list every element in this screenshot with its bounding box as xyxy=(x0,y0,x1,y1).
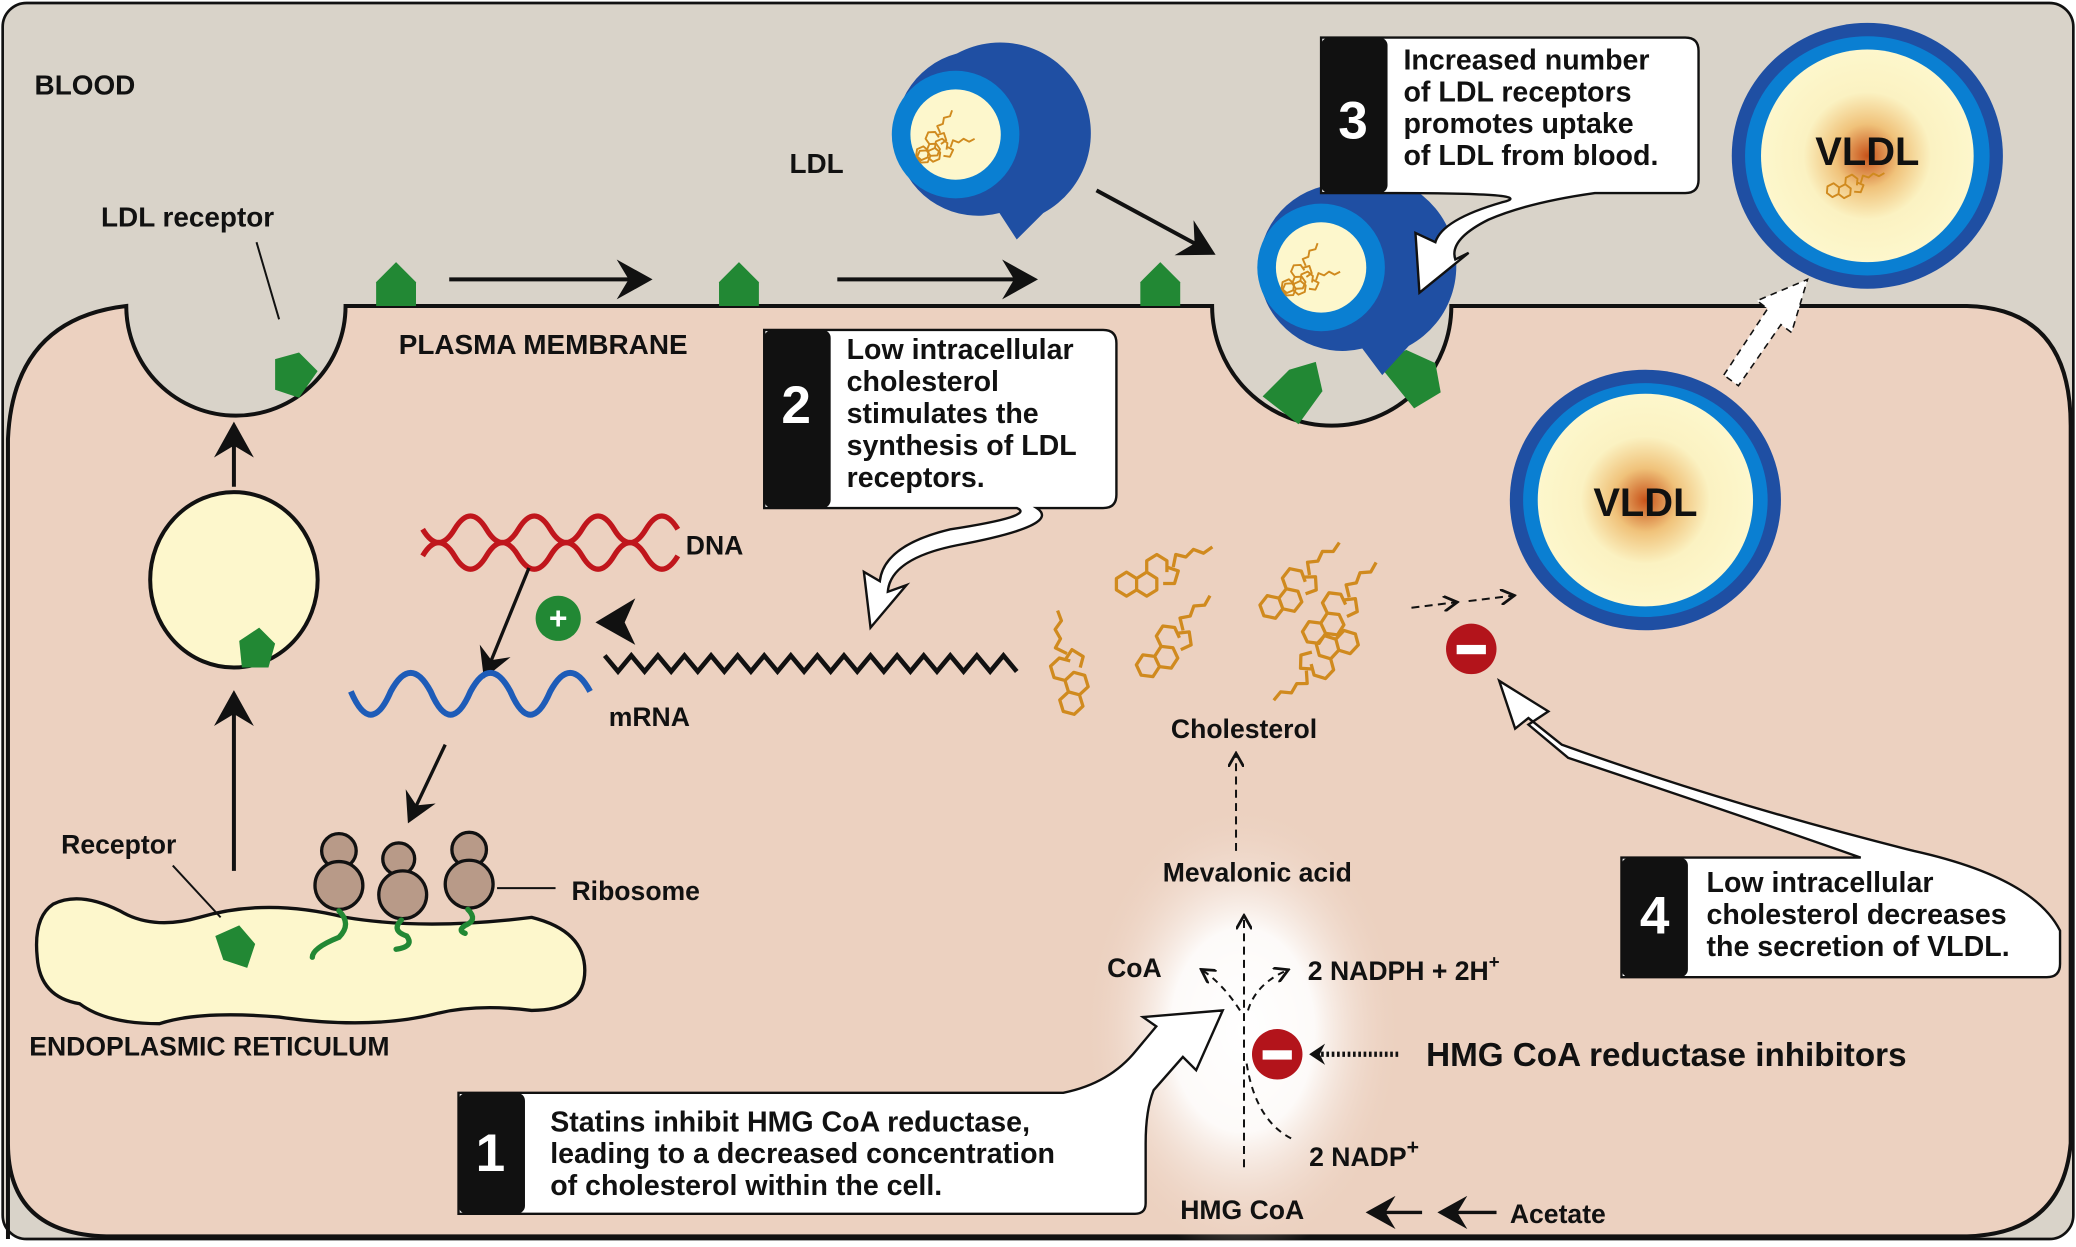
dna-label: DNA xyxy=(686,531,744,561)
ldl-binding-arrow xyxy=(1095,188,1216,256)
blood-label: BLOOD xyxy=(35,70,136,101)
step-4-text: Low intracellular cholesterol decreases … xyxy=(1707,867,2015,963)
acetate-label: Acetate xyxy=(1510,1199,1606,1229)
step-2-line: synthesis of LDL xyxy=(847,430,1077,462)
transport-vesicle xyxy=(148,490,320,670)
step-3-line: Increased number xyxy=(1403,44,1649,76)
ldl-particle-bound xyxy=(1257,175,1457,376)
ldl-particle xyxy=(891,42,1091,240)
receptor-leader-line xyxy=(172,864,222,919)
cholesterol-to-vldl-arrow xyxy=(1411,602,1455,607)
ldl-receptor-leader-line xyxy=(255,241,281,320)
step-4-number: 4 xyxy=(1640,886,1670,945)
cholesterol-to-vldl-arrow xyxy=(1468,596,1513,601)
step-1-line: leading to a decreased concentration xyxy=(550,1138,1055,1170)
ldl-receptor-in-pit-icon xyxy=(275,352,318,398)
step-1-line: Statins inhibit HMG CoA reductase, xyxy=(550,1106,1030,1138)
vldl-inhibition-minus xyxy=(1456,644,1486,655)
step-2-line: Low intracellular xyxy=(847,334,1074,366)
mrna-strand xyxy=(348,670,593,718)
stimulation-icon xyxy=(535,595,581,641)
nadph-consumption-arrow xyxy=(1247,971,1287,1011)
step-4-line: cholesterol decreases xyxy=(1707,899,2007,931)
coa-release-arrow xyxy=(1203,971,1241,1011)
ribosomes xyxy=(313,830,495,921)
translation-arrow xyxy=(405,743,447,824)
ldl-receptor-label: LDL receptor xyxy=(101,201,274,232)
ldl-label: LDL xyxy=(789,148,843,179)
stimulation-symbol: + xyxy=(549,600,568,636)
pit-receptor-icon xyxy=(1262,361,1323,425)
mrna-label: mRNA xyxy=(609,702,690,732)
step-2-line: cholesterol xyxy=(847,366,999,398)
reaction-glow xyxy=(1083,804,1403,1247)
step-3-text: Increased number of LDL receptors promot… xyxy=(1403,44,1658,172)
stimulation-signal-zigzag xyxy=(602,651,1019,676)
mevalonic-acid-label: Mevalonic acid xyxy=(1163,857,1352,887)
vldl-particle-blood xyxy=(1731,22,2003,289)
nadph-label: 2 NADPH + 2H+ xyxy=(1308,951,1500,986)
vldl-particle-cell xyxy=(1509,369,1781,631)
plasma-membrane-label: PLASMA MEMBRANE xyxy=(399,329,688,360)
surface-receptor-icon xyxy=(1140,262,1181,307)
transcription-arrow xyxy=(479,567,531,679)
endoplasmic-reticulum xyxy=(34,897,587,1026)
step-1-line: of cholesterol within the cell. xyxy=(550,1170,942,1202)
coa-label: CoA xyxy=(1107,953,1162,983)
surface-receptor-icon xyxy=(719,262,759,307)
step-2-line: receptors. xyxy=(847,462,985,494)
step-2-callout xyxy=(763,328,1118,631)
surface-receptor-icon xyxy=(376,262,416,307)
step-2-line: stimulates the xyxy=(847,398,1039,430)
nadp-superscript: + xyxy=(1407,1135,1419,1159)
step-3-line: of LDL receptors xyxy=(1403,76,1631,108)
receptor-label: Receptor xyxy=(61,830,176,860)
step-1-callout xyxy=(457,1009,1225,1215)
step-4-line: the secretion of VLDL. xyxy=(1707,931,2010,963)
nadp-release-curve xyxy=(1245,1063,1297,1142)
step-1-text: Statins inhibit HMG CoA reductase, leadi… xyxy=(550,1106,1063,1202)
nascent-peptides xyxy=(309,906,476,960)
step-1-number: 1 xyxy=(476,1124,506,1183)
endoplasmic-reticulum-label: ENDOPLASMIC RETICULUM xyxy=(29,1032,389,1062)
vesicle-receptor-icon xyxy=(239,627,276,668)
vldl-cell-label: VLDL xyxy=(1593,481,1697,525)
inhibitor-arrowhead-icon xyxy=(1309,1043,1326,1065)
er-receptor-icon xyxy=(215,925,256,968)
step-4-callout xyxy=(1497,678,2062,979)
hmg-coa-reductase-inhibitors-label: HMG CoA reductase inhibitors xyxy=(1426,1037,1906,1074)
step-2-number: 2 xyxy=(781,376,811,435)
nadph-text: 2 NADPH + 2H xyxy=(1308,956,1489,986)
cholesterol-label: Cholesterol xyxy=(1171,714,1317,744)
nadph-superscript: + xyxy=(1489,951,1500,972)
pit-receptor-icon xyxy=(1379,349,1441,409)
step-3-callout xyxy=(1319,36,1700,296)
step-4-line: Low intracellular xyxy=(1707,867,1934,899)
vldl-secretion-arrow xyxy=(1722,278,1809,387)
hmg-coa-label: HMG CoA xyxy=(1180,1195,1304,1225)
dna-helix xyxy=(420,513,681,572)
step-3-number: 3 xyxy=(1338,92,1368,151)
vldl-blood-label: VLDL xyxy=(1815,130,1919,174)
ribosome-label: Ribosome xyxy=(571,876,699,906)
step-2-text: Low intracellular cholesterol stimulates… xyxy=(847,334,1085,494)
nadp-label: 2 NADP+ xyxy=(1309,1135,1419,1172)
step-3-line: promotes uptake xyxy=(1403,108,1633,140)
stimulation-arrowhead-icon xyxy=(595,598,636,645)
step-3-line: of LDL from blood. xyxy=(1403,140,1658,172)
nadp-text: 2 NADP xyxy=(1309,1142,1406,1172)
hmg-reductase-inhibition-minus xyxy=(1262,1050,1292,1060)
